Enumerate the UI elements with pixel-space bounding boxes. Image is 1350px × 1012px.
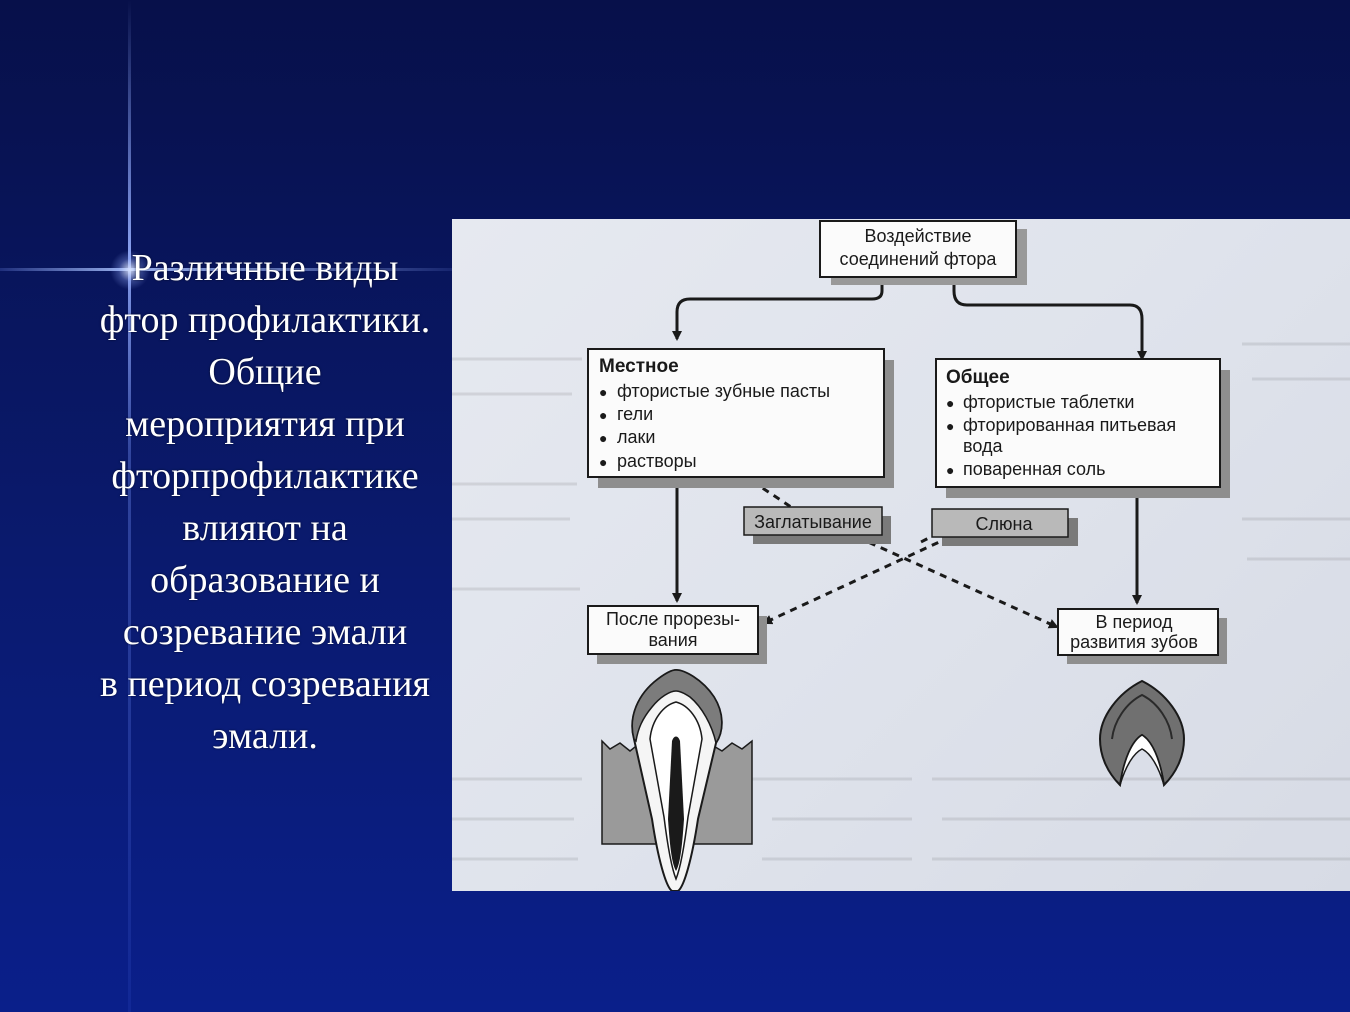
developing-tooth-illustration [1098, 679, 1186, 788]
dashed-saliva-to-after-eruption [762, 535, 951, 625]
local-item: гели [617, 404, 653, 424]
erupted-tooth-illustration [601, 668, 753, 891]
fluoride-diagram: Воздействие соединений фтора Местное ● ф… [452, 220, 1350, 891]
caption-line: созревание эмали [122, 611, 408, 653]
swallowing-label: Заглатывание [754, 512, 872, 532]
caption-line: эмали. [212, 715, 318, 757]
dashed-connectors [751, 479, 1059, 629]
bullet: ● [599, 454, 607, 470]
after-eruption-node: После прорезы- вания [587, 605, 767, 664]
general-item: фторированная питьевая [963, 415, 1176, 435]
bullet: ● [599, 384, 607, 400]
caption-line: мероприятия при [125, 403, 405, 445]
development-line-1: В период [1096, 612, 1173, 632]
bullet: ● [946, 395, 954, 411]
after-eruption-line-1: После прорезы- [606, 609, 740, 629]
local-title: Местное [599, 356, 679, 377]
connector-lines [672, 277, 1147, 605]
bullet: ● [946, 462, 954, 478]
caption-line: влияют на [182, 507, 348, 549]
caption-line: фторпрофилактике [111, 455, 419, 497]
local-node: Местное ● фтористые зубные пасты ● гели … [587, 348, 894, 488]
root-node: Воздействие соединений фтора [819, 220, 1027, 285]
bullet: ● [946, 418, 954, 434]
general-item: поваренная соль [963, 459, 1106, 479]
caption-line: в период созревания [100, 663, 430, 705]
root-line-1: Воздействие [864, 226, 971, 246]
caption-line: фтор профилактики. [99, 299, 431, 341]
background-text-texture [452, 342, 1350, 861]
caption-line: образование и [150, 559, 380, 601]
development-node: В период развития зубов [1057, 608, 1227, 664]
dashed-swallowing-to-development [856, 535, 1059, 629]
general-node: Общее ● фтористые таблетки ● фторированн… [935, 358, 1230, 498]
caption-line: Различные виды [131, 247, 399, 289]
saliva-label: Слюна [976, 514, 1034, 534]
bullet: ● [599, 430, 607, 446]
fluoride-diagram-figure: Воздействие соединений фтора Местное ● ф… [452, 219, 1350, 891]
light-flare [110, 250, 150, 290]
bullet: ● [599, 407, 607, 423]
general-item: фтористые таблетки [963, 392, 1134, 412]
dashed-general-to-saliva [916, 519, 963, 546]
general-title: Общее [946, 367, 1010, 388]
root-line-2: соединений фтора [840, 249, 998, 269]
local-item: лаки [617, 427, 655, 447]
development-line-2: развития зубов [1070, 632, 1198, 652]
dashed-local-to-swallowing [751, 479, 798, 513]
local-item: фтористые зубные пасты [617, 381, 830, 401]
caption-line: Общие [208, 351, 322, 393]
saliva-node: Слюна [931, 508, 1078, 546]
general-item: вода [963, 436, 1003, 456]
arrow-to-general [952, 277, 1147, 361]
light-streak-vertical [128, 0, 131, 1012]
light-streak-horizontal [0, 268, 460, 271]
swallowing-node: Заглатывание [743, 506, 891, 544]
arrow-to-local [672, 277, 884, 341]
slide-caption: Различные виды фтор профилактики. Общие … [70, 242, 460, 762]
local-item: растворы [617, 451, 697, 471]
after-eruption-line-2: вания [648, 630, 697, 650]
